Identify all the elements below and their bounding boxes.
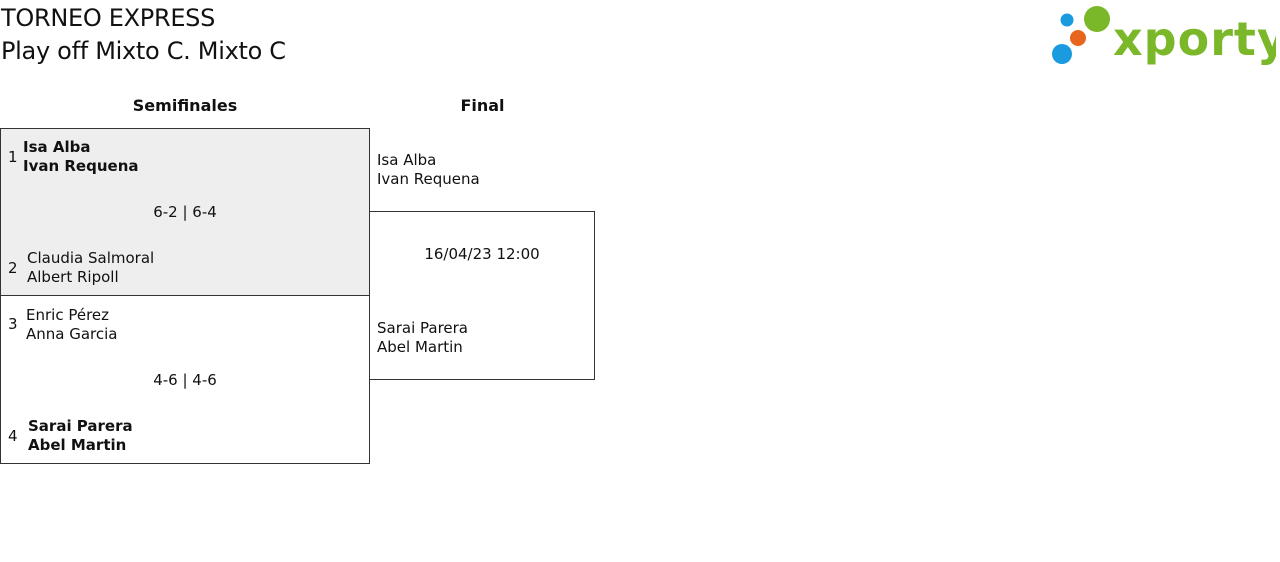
player-name: Ivan Requena [377,170,480,188]
semifinal-2-match[interactable]: 3 Enric Pérez Anna Garcia 4-6 | 4-6 4 Sa… [0,295,370,464]
semifinal-2-score: 4-6 | 4-6 [153,371,217,389]
semifinal-2-team-b[interactable]: Sarai Parera Abel Martin [28,417,133,455]
xporty-logo[interactable]: xporty [1050,4,1280,68]
player-name: Anna Garcia [26,325,118,343]
seed-4: 4 [8,427,18,445]
player-name: Abel Martin [377,338,463,356]
semifinal-1-match[interactable]: 1 Isa Alba Ivan Requena 6-2 | 6-4 2 Clau… [0,128,370,296]
player-name: Sarai Parera [28,417,133,435]
final-match[interactable]: 16/04/23 12:00 Sarai Parera Abel Martin [369,211,595,380]
player-name: Ivan Requena [23,157,139,175]
semifinal-1-team-a[interactable]: Isa Alba Ivan Requena [23,138,139,176]
semifinal-1-score: 6-2 | 6-4 [153,203,217,221]
xporty-logo-icon: xporty [1052,6,1280,66]
semifinal-2-team-a[interactable]: Enric Pérez Anna Garcia [26,306,118,344]
final-team-b[interactable]: Sarai Parera Abel Martin [377,319,468,357]
xporty-logo-text: xporty [1113,12,1276,66]
seed-3: 3 [8,315,18,333]
player-name: Isa Alba [377,151,437,169]
final-schedule: 16/04/23 12:00 [424,245,540,263]
tournament-title: TORNEO EXPRESS [1,4,216,32]
seed-2: 2 [8,259,18,277]
player-name: Albert Ripoll [27,268,119,286]
player-name: Claudia Salmoral [27,249,155,267]
player-name: Isa Alba [23,138,91,156]
semifinal-1-team-b[interactable]: Claudia Salmoral Albert Ripoll [27,249,154,287]
seed-1: 1 [8,148,18,166]
player-name: Abel Martin [28,436,127,454]
round-label-final: Final [460,96,505,115]
draw-subtitle: Play off Mixto C. Mixto C [1,37,286,65]
round-label-semifinals: Semifinales [132,96,238,115]
final-team-a[interactable]: Isa Alba Ivan Requena [377,151,480,189]
player-name: Sarai Parera [377,319,468,337]
player-name: Enric Pérez [26,306,110,324]
